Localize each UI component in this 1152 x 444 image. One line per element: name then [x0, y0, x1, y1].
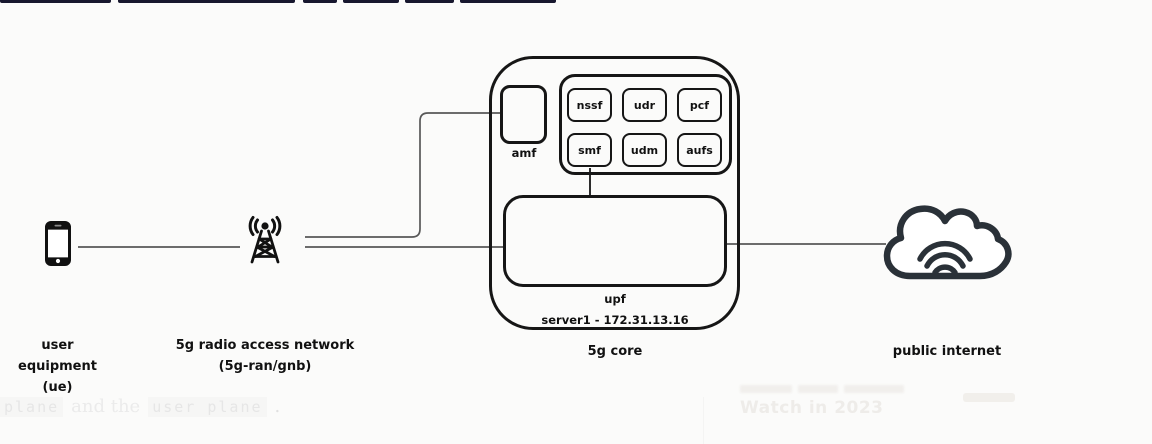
ue-caption-line1: user equipment [18, 338, 97, 374]
ghost-text: user plane [148, 397, 267, 417]
nf-box-smf: smf [567, 133, 612, 167]
ghost-watch-text: Watch in 2023 [740, 398, 884, 418]
ue-caption: user equipment (ue) [0, 335, 115, 398]
ran-caption-line2: (5g-ran/gnb) [218, 359, 312, 374]
ghost-blur-chunk [844, 385, 904, 393]
nf-group-box [559, 74, 732, 175]
ghost-text: and the [71, 396, 141, 417]
phone-speaker [54, 224, 62, 227]
top-bar-segment [343, 0, 399, 3]
amf-box [500, 85, 547, 144]
nf-box-udm: udm [622, 133, 667, 167]
smartphone-icon [45, 221, 71, 266]
nf-box-aufs: aufs [677, 133, 722, 167]
ghost-blur-chunk [740, 385, 792, 393]
core-caption: 5g core [587, 344, 643, 359]
top-bar-segment [405, 0, 454, 3]
nf-box-udr: udr [622, 88, 667, 122]
top-bar-segment [118, 0, 295, 3]
ghost-caption-left: plane and the user plane . [0, 396, 280, 417]
top-bar-segment [303, 0, 337, 3]
wifi-icon [917, 240, 973, 276]
amf-label: amf [511, 146, 537, 160]
line-ran-to-amf [305, 112, 501, 238]
ran-caption-line1: 5g radio access network [175, 338, 355, 353]
core-box [489, 56, 740, 330]
ghost-card-edge [703, 397, 704, 444]
ghost-text: . [274, 396, 281, 417]
ghost-pill [963, 393, 1015, 402]
server-label: server1 - 172.31.13.16 [541, 313, 689, 327]
cloud-internet-icon [883, 205, 1012, 280]
ue-caption-line2: (ue) [42, 380, 73, 395]
top-bar-segment [0, 0, 111, 3]
ghost-text: plane [0, 397, 64, 417]
upf-label: upf [604, 292, 626, 306]
nf-box-pcf: pcf [677, 88, 722, 122]
phone-home-button [55, 258, 61, 264]
ghost-blur-chunk [798, 385, 838, 393]
radio-tower-icon [248, 216, 282, 264]
internet-caption: public internet [892, 344, 1002, 359]
nf-box-nssf: nssf [567, 88, 612, 122]
upf-box [503, 195, 727, 287]
ran-caption: 5g radio access network (5g-ran/gnb) [170, 335, 360, 377]
top-bar-segment [460, 0, 556, 3]
